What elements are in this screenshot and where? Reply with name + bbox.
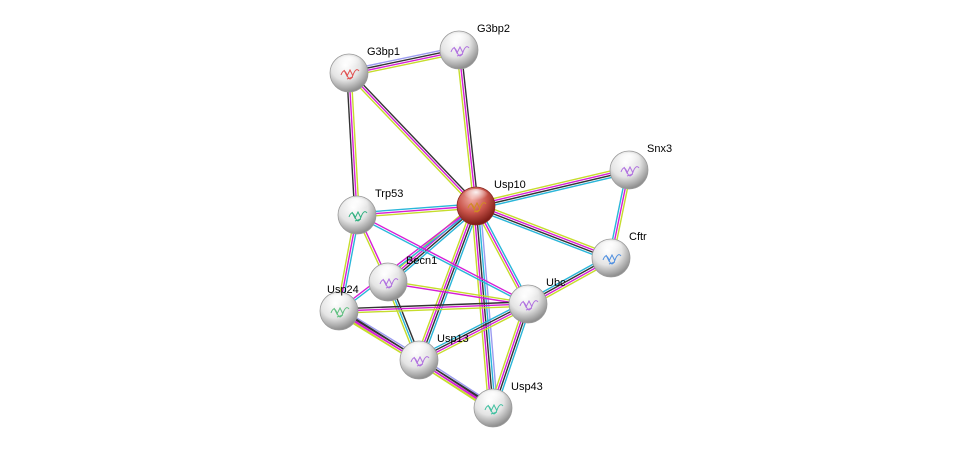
edge-g3bp2-usp10[interactable] xyxy=(456,49,479,207)
node-label: Cftr xyxy=(629,231,647,243)
node-label: Usp43 xyxy=(511,381,543,393)
node-label: Usp13 xyxy=(437,333,469,345)
edge-usp10-usp24[interactable] xyxy=(337,204,478,313)
edge-evidence-yellow xyxy=(476,202,613,256)
node-usp10[interactable]: Usp10 xyxy=(456,179,526,226)
edge-evidence-black xyxy=(419,206,478,361)
edge-usp10-snx3[interactable] xyxy=(475,166,630,210)
edge-evidence-black xyxy=(350,70,479,205)
node-label: Trp53 xyxy=(375,188,403,200)
edge-evidence-magenta xyxy=(417,205,476,360)
edge-evidence-yellow xyxy=(420,306,530,364)
node-highlight xyxy=(463,189,489,205)
edge-evidence-cyan xyxy=(421,206,480,362)
edge-usp10-cftr[interactable] xyxy=(474,202,613,262)
node-highlight xyxy=(598,241,624,257)
edge-evidence-cyan xyxy=(356,203,476,214)
edge-evidence-cyan xyxy=(389,207,479,286)
node-label: Snx3 xyxy=(647,143,672,155)
node-becn1[interactable]: Becn1 xyxy=(368,255,437,302)
edge-evidence-magenta xyxy=(356,205,477,216)
edge-evidence-black xyxy=(475,206,611,260)
edge-evidence-cyan xyxy=(339,206,478,313)
node-label: G3bp2 xyxy=(477,23,510,35)
edge-evidence-magenta xyxy=(338,303,529,312)
edge-evidence-magenta xyxy=(419,304,529,362)
node-label: G3bp1 xyxy=(367,46,400,58)
edge-evidence-yellow xyxy=(415,204,474,360)
edge-usp13-ubc[interactable] xyxy=(417,300,530,364)
node-highlight xyxy=(446,33,472,49)
edge-evidence-black xyxy=(460,49,479,206)
edge-evidence-yellow xyxy=(339,305,529,314)
edge-evidence-magenta xyxy=(458,49,477,207)
edge-evidence-yellow xyxy=(346,74,475,209)
edge-usp10-becn1[interactable] xyxy=(385,202,479,286)
edge-evidence-lavender xyxy=(479,205,499,408)
edge-evidence-magenta xyxy=(387,282,528,306)
edge-evidence-black xyxy=(476,170,630,208)
node-usp24[interactable]: Usp24 xyxy=(319,284,359,331)
edge-evidence-yellow xyxy=(385,202,475,281)
edge-evidence-yellow xyxy=(350,72,360,215)
edge-evidence-magenta xyxy=(337,204,476,311)
edge-evidence-magenta xyxy=(475,168,629,206)
edge-g3bp1-trp53[interactable] xyxy=(346,72,360,216)
node-highlight xyxy=(515,287,541,303)
edge-trp53-ubc[interactable] xyxy=(356,213,529,306)
edge-evidence-magenta xyxy=(473,206,492,409)
node-cftr[interactable]: Cftr xyxy=(591,231,647,278)
node-label: Becn1 xyxy=(406,255,437,267)
edge-usp10-usp13[interactable] xyxy=(415,204,480,362)
node-g3bp2[interactable]: G3bp2 xyxy=(439,23,510,70)
node-highlight xyxy=(336,56,362,72)
node-usp13[interactable]: Usp13 xyxy=(399,333,469,380)
node-snx3[interactable]: Snx3 xyxy=(609,143,672,190)
edge-evidence-magenta xyxy=(476,204,612,258)
node-highlight xyxy=(406,343,432,359)
node-highlight xyxy=(326,294,352,310)
edge-evidence-cyan xyxy=(477,205,496,408)
node-highlight xyxy=(344,198,370,214)
edge-evidence-magenta xyxy=(386,204,476,282)
edge-usp10-trp53[interactable] xyxy=(356,203,477,218)
edge-evidence-yellow xyxy=(475,166,629,204)
edge-evidence-black xyxy=(475,205,494,409)
node-usp43[interactable]: Usp43 xyxy=(473,381,543,428)
node-g3bp1[interactable]: G3bp1 xyxy=(329,46,400,93)
node-label: Usp24 xyxy=(327,284,359,296)
node-label: Ubc xyxy=(546,277,566,289)
edge-evidence-magenta xyxy=(357,213,529,304)
edge-usp24-ubc[interactable] xyxy=(338,301,529,314)
edge-evidence-black xyxy=(338,301,528,310)
node-ubc[interactable]: Ubc xyxy=(508,277,566,324)
edge-evidence-magenta xyxy=(348,72,477,207)
edge-evidence-magenta xyxy=(348,72,358,216)
edge-evidence-yellow xyxy=(456,50,475,207)
edge-evidence-black xyxy=(346,73,356,216)
edge-becn1-ubc[interactable] xyxy=(387,280,529,306)
edge-evidence-cyan xyxy=(417,300,527,358)
edge-evidence-yellow xyxy=(357,207,477,218)
edge-evidence-cyan xyxy=(474,208,611,262)
node-trp53[interactable]: Trp53 xyxy=(337,188,403,235)
node-highlight xyxy=(480,391,506,407)
edges-layer xyxy=(336,46,632,412)
edge-evidence-black xyxy=(418,302,528,360)
node-highlight xyxy=(375,265,401,281)
edge-evidence-cyan xyxy=(356,215,528,306)
edge-g3bp1-usp10[interactable] xyxy=(346,70,479,209)
node-label: Usp10 xyxy=(494,179,526,191)
edge-evidence-cyan xyxy=(476,172,630,210)
edge-evidence-yellow xyxy=(388,280,529,304)
node-highlight xyxy=(616,153,642,169)
edge-evidence-black xyxy=(388,206,478,284)
